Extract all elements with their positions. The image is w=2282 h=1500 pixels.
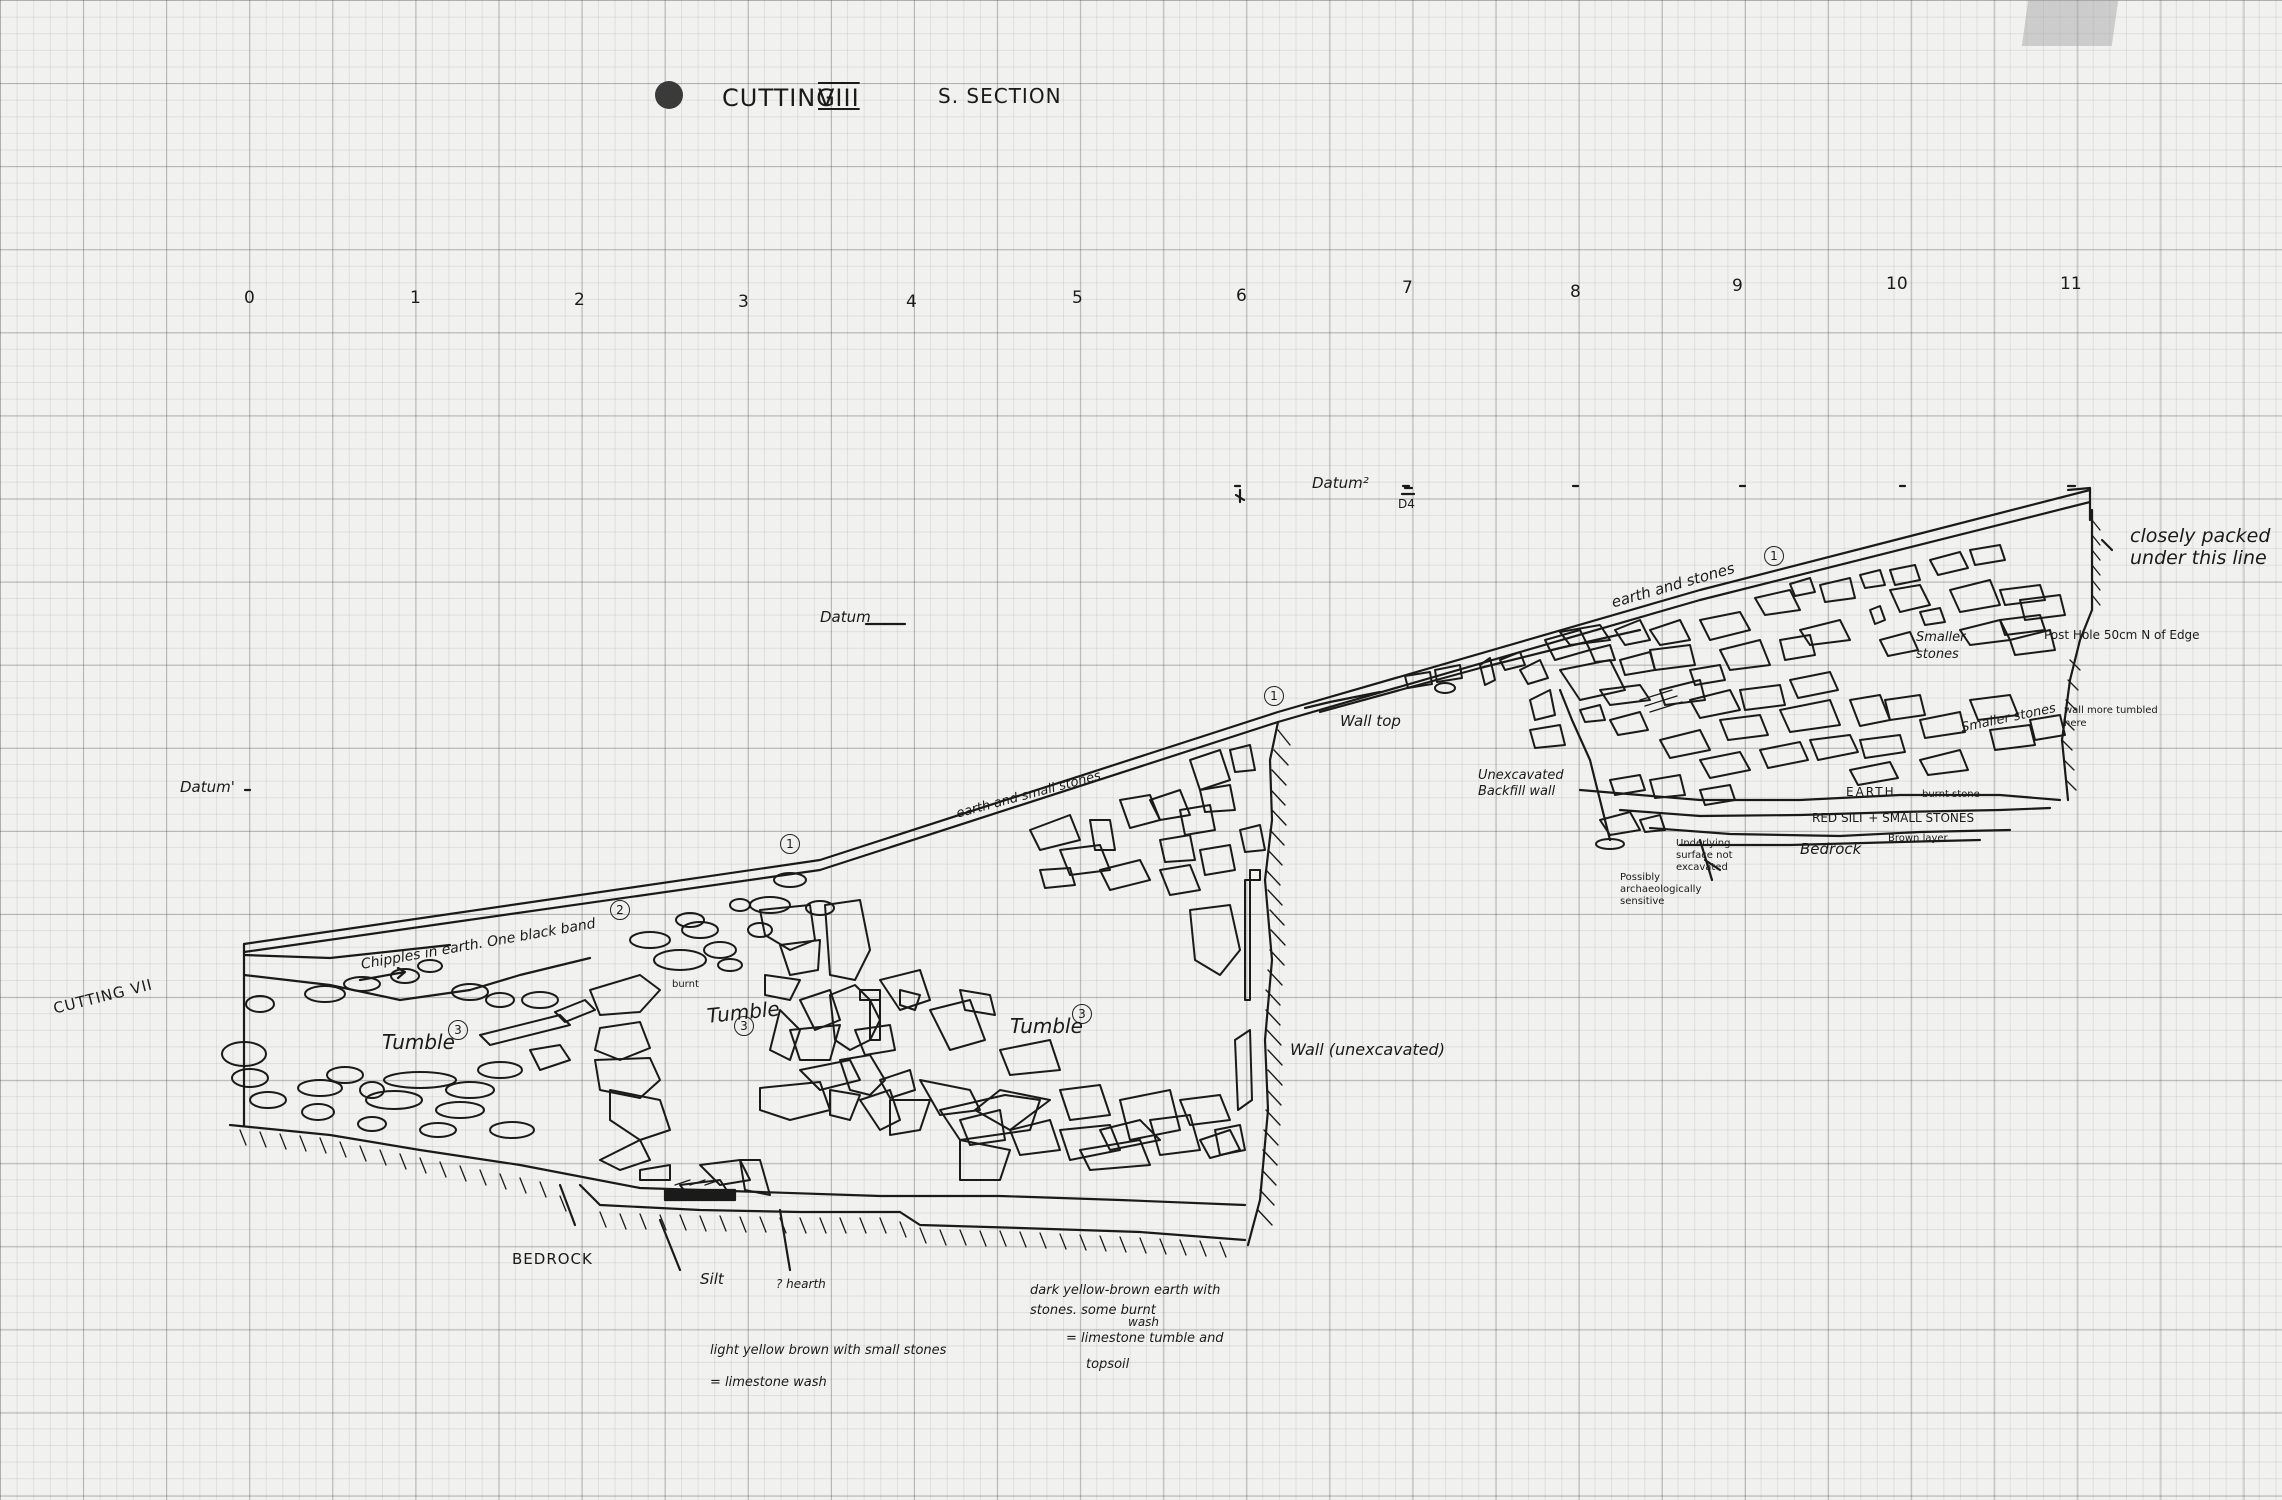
label-bedrock: BEDROCK [512,1250,593,1268]
layer-number-2: 2 [610,900,630,920]
datum-label-0: Datum [820,608,871,626]
layer-number-3: 3 [1072,1004,1092,1024]
surface-line-upper [242,488,2092,946]
label-bedrock-right: Bedrock [1800,840,1862,858]
scale-tick: 0 [244,288,255,308]
legend-dark-line-4: topsoil [1086,1357,1130,1372]
label-brown-layer: Brown layer [1888,833,1948,844]
label-wall-unexcavated: Wall (unexcavated) [1290,1040,1445,1059]
scale-tick: 11 [2060,274,2082,294]
scale-tick: 2 [574,290,585,310]
legend-dark-line-2: stones. some burnt [1030,1303,1156,1318]
title-numeral: VIII [818,84,860,112]
registration-dot [655,81,683,109]
legend-light-line-2: = limestone wash [710,1375,827,1390]
label-tumble: Tumble [1010,1014,1083,1038]
label-wall-tumble: wall more tumbled here [2064,705,2158,729]
datum-label-1: Datum' [180,778,235,796]
label-post-hole: Post Hole 50cm N of Edge [2044,628,2200,642]
surface-line-lower [242,500,2092,954]
label-smaller-stones: Smaller stones [1916,630,1966,662]
label-burnt-stone: burnt stone [1922,789,1980,800]
label-small-note-1: Underlying surface not excavated [1676,838,1733,873]
layer-number-3: 3 [448,1020,468,1040]
legend-wash: wash [1128,1315,1160,1329]
scale-tick: 4 [906,292,917,312]
label-silt: Silt [700,1270,724,1288]
label-earth: EARTH [1846,785,1896,799]
scale-tick: 1 [410,288,421,308]
legend-dark-line-3: = limestone tumble and [1066,1331,1224,1346]
label-tumble: Tumble [382,1030,455,1054]
scale-tick: 10 [1886,274,1908,294]
scale-tick: 3 [738,292,749,312]
legend-light-line-1: light yellow brown with small stones [710,1343,947,1358]
scale-tick: 6 [1236,286,1247,306]
scale-tick: 5 [1072,288,1083,308]
legend-dark-line-1: dark yellow-brown earth with [1030,1283,1221,1298]
datum-cross-mark [1234,488,1246,504]
label-wall-top: Wall top [1340,712,1401,730]
scale-tick: 7 [1402,278,1413,298]
layer-number-3: 3 [734,1016,754,1036]
layer-number-1: 1 [1764,546,1784,566]
layer-number-1: 1 [780,834,800,854]
title-section: S. SECTION [938,84,1062,108]
label-red-silt: RED SILT + SMALL STONES [1812,811,1975,825]
datum-label-2: Datum² [1312,474,1369,492]
datum-mark-d4: D4 [1398,497,1415,511]
label-hearth: ? hearth [776,1277,826,1291]
label-unexcavated-backfill: Unexcavated Backfill wall [1478,768,1564,800]
label-small-note-2: Possibly archaeologically sensitive [1620,872,1702,907]
title-cutting: CUTTING [722,84,836,112]
layer-number-1: 1 [1264,686,1284,706]
label-burnt: burnt [672,979,699,990]
scale-tick: 9 [1732,276,1743,296]
scale-tick: 8 [1570,282,1581,302]
label-closely-packed: closely packed under this line [2130,525,2271,569]
